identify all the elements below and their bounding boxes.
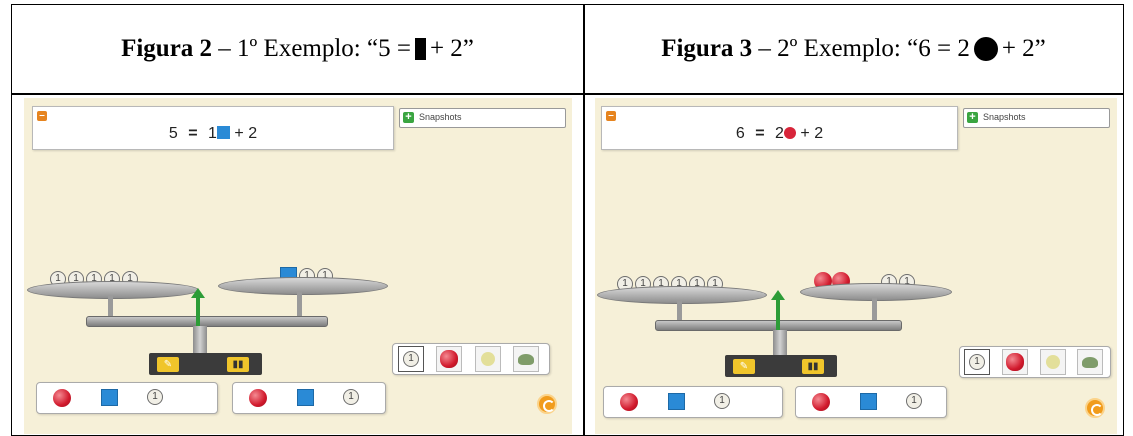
equation-coefficient: 1	[208, 125, 217, 142]
right-pan	[218, 277, 388, 295]
balance-stem	[773, 330, 787, 356]
snapshots-label: Snapshots	[983, 112, 1026, 122]
variable-palette-left: 1	[603, 386, 783, 418]
blue-block[interactable]	[101, 389, 118, 406]
ball-tool[interactable]	[1040, 349, 1066, 375]
turtle-icon	[518, 354, 534, 365]
blue-block[interactable]	[860, 393, 877, 410]
pencil-icon[interactable]: ✎	[733, 359, 755, 374]
equation-text: 5 = 1 + 2	[33, 125, 393, 143]
equation-left: 5	[168, 125, 178, 142]
left-pan	[27, 281, 199, 299]
coin-icon[interactable]: 1	[906, 393, 922, 409]
coin-icon[interactable]: 1	[343, 389, 359, 405]
blue-block[interactable]	[668, 393, 685, 410]
ball-tool[interactable]	[475, 346, 501, 372]
up-arrow-icon	[776, 299, 780, 331]
figure2-screenshot: – 5 = 1 + 2 + Snapshots 1 1 1 1 1 1 1	[24, 98, 572, 434]
figure3-caption: Figura 3 – 2º Exemplo: “6 = 2 + 2”	[584, 5, 1123, 93]
plus-icon: +	[403, 112, 414, 123]
ball-icon	[1046, 355, 1060, 369]
red-ball[interactable]	[620, 393, 638, 411]
equation-coefficient: 2	[775, 125, 784, 142]
coin-icon[interactable]: 1	[147, 389, 163, 405]
equation-equals: =	[755, 125, 765, 142]
coin-icon: 1	[403, 351, 419, 367]
red-ball[interactable]	[53, 389, 71, 407]
scale-display-icon[interactable]: ▮▮	[802, 359, 824, 374]
figure3-caption-text: – 2º Exemplo: “6 = 2	[758, 35, 970, 62]
figure2-caption: Figura 2 – 1º Exemplo: “5 = + 2”	[12, 5, 583, 93]
figure3-label: Figura 3	[661, 35, 753, 62]
figure2-caption-tail: + 2”	[429, 35, 474, 62]
variable-palette-right: 1	[795, 386, 947, 418]
blue-block[interactable]	[297, 389, 314, 406]
equation-box: – 6 = 2 + 2	[601, 106, 958, 150]
red-ball-icon	[783, 127, 796, 139]
coin-tool[interactable]: 1	[398, 346, 424, 372]
variable-palette-right: 1	[232, 382, 386, 414]
plus-icon: +	[967, 112, 978, 123]
refresh-icon[interactable]	[537, 394, 557, 414]
pencil-icon[interactable]: ✎	[157, 357, 179, 372]
scale-display-icon[interactable]: ▮▮	[227, 357, 249, 372]
circle-symbol-icon	[973, 37, 998, 61]
turtle-icon	[1082, 357, 1098, 368]
ball-icon	[481, 352, 495, 366]
right-pan-post	[872, 297, 877, 320]
blue-block-icon	[216, 126, 230, 139]
balance-beam	[86, 316, 328, 327]
minus-icon[interactable]: –	[606, 111, 616, 121]
snapshots-button[interactable]: + Snapshots	[399, 108, 566, 128]
apple-tool[interactable]	[1002, 349, 1028, 375]
snapshots-button[interactable]: + Snapshots	[963, 108, 1110, 128]
equation-left: 6	[735, 125, 745, 142]
equation-tail: + 2	[234, 125, 258, 142]
equation-equals: =	[188, 125, 198, 142]
red-ball[interactable]	[812, 393, 830, 411]
equation-tail: + 2	[800, 125, 824, 142]
table-divider-horizontal	[12, 93, 1123, 95]
apple-tool[interactable]	[436, 346, 462, 372]
table-divider-vertical	[583, 5, 585, 435]
figure3-screenshot: – 6 = 2 + 2 + Snapshots 1 1 1 1 1 1 1 1	[595, 98, 1117, 434]
left-pan-post	[677, 300, 682, 322]
coin-icon[interactable]: 1	[714, 393, 730, 409]
left-pan-post	[108, 295, 113, 318]
right-pan-post	[297, 291, 302, 316]
red-ball[interactable]	[249, 389, 267, 407]
turtle-tool[interactable]	[513, 346, 539, 372]
apple-icon	[440, 350, 458, 368]
object-palette: 1	[959, 346, 1111, 378]
square-symbol-icon	[414, 38, 426, 60]
balance-stem	[193, 326, 207, 354]
equation-text: 6 = 2 + 2	[602, 125, 957, 143]
figure2-label: Figura 2	[121, 35, 213, 62]
coin-tool[interactable]: 1	[964, 349, 990, 375]
equation-box: – 5 = 1 + 2	[32, 106, 394, 150]
up-arrow-head	[191, 288, 205, 298]
figure3-caption-tail: + 2”	[1001, 35, 1046, 62]
object-palette: 1	[392, 343, 550, 375]
minus-icon[interactable]: –	[37, 111, 47, 121]
up-arrow-head	[771, 290, 785, 300]
coin-icon: 1	[969, 354, 985, 370]
refresh-icon[interactable]	[1085, 398, 1105, 418]
figure-table: Figura 2 – 1º Exemplo: “5 = + 2” Figura 3…	[11, 4, 1124, 436]
figure2-caption-text: – 1º Exemplo: “5 =	[218, 35, 411, 62]
turtle-tool[interactable]	[1077, 349, 1103, 375]
left-pan	[597, 286, 767, 304]
up-arrow-icon	[196, 297, 200, 327]
apple-icon	[1006, 353, 1024, 371]
variable-palette-left: 1	[36, 382, 218, 414]
snapshots-label: Snapshots	[419, 112, 462, 122]
